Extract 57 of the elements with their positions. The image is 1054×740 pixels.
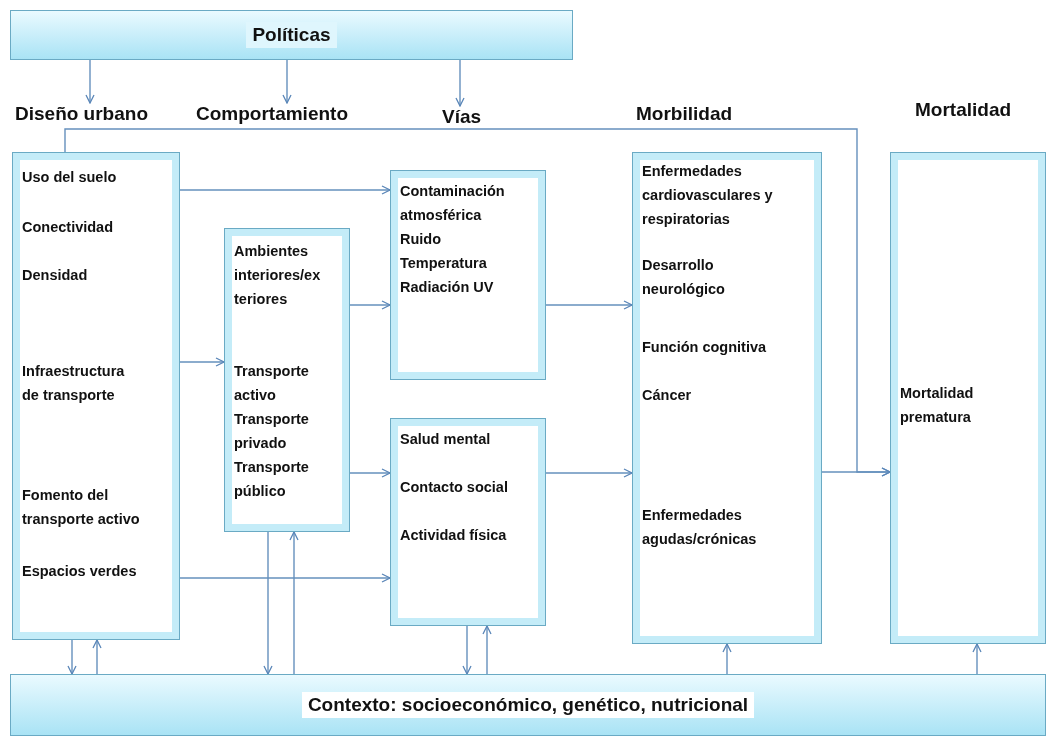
factor-text: Enfermedades cardiovasculares y respiratorias xyxy=(642,162,774,229)
factor-text: Densidad xyxy=(22,266,89,285)
factor-text: Salud mental xyxy=(400,430,492,449)
column-heading: Comportamiento xyxy=(196,103,348,125)
factor-text: Fomento del transporte activo xyxy=(22,486,141,529)
arrow xyxy=(455,59,465,107)
arrow xyxy=(92,639,102,675)
arrow xyxy=(64,128,891,477)
factor-text: Actividad física xyxy=(400,526,508,545)
arrow xyxy=(545,468,633,478)
arrow xyxy=(289,531,299,675)
column-box xyxy=(12,152,180,640)
arrow xyxy=(179,185,391,195)
banner-box xyxy=(10,10,573,60)
factor-text: Espacios verdes xyxy=(22,562,138,581)
arrow xyxy=(462,625,472,675)
factor-text: Enfermedades agudas/crónicas xyxy=(642,506,758,549)
column-box xyxy=(632,152,822,644)
factor-text: Transporte público xyxy=(234,458,310,501)
arrow xyxy=(482,625,492,675)
factor-text: Radiación UV xyxy=(400,278,495,297)
arrow xyxy=(85,59,95,104)
column-box xyxy=(224,228,350,532)
column-heading: Morbilidad xyxy=(636,103,733,125)
arrow xyxy=(263,531,273,675)
factor-text: Desarrollo neurológico xyxy=(642,256,726,299)
arrow xyxy=(722,643,732,675)
arrow xyxy=(67,639,77,675)
column-heading: Vías xyxy=(442,106,482,128)
factor-text: Ambientes interiores/ex teriores xyxy=(234,242,322,309)
factor-text: Temperatura xyxy=(400,254,488,273)
factor-text: Contaminación atmosférica xyxy=(400,182,506,225)
arrow xyxy=(545,300,633,310)
column-box xyxy=(890,152,1046,644)
factor-text: Cáncer xyxy=(642,386,693,405)
column-box xyxy=(390,170,546,380)
arrow xyxy=(349,300,391,310)
column-box xyxy=(390,418,546,626)
factor-text: Transporte privado xyxy=(234,410,310,453)
factor-text: Ruido xyxy=(400,230,443,249)
factor-text: Transporte activo xyxy=(234,362,310,405)
factor-text: Infraestructura de transporte xyxy=(22,362,126,405)
factor-text: Función cognitiva xyxy=(642,338,768,357)
banner-text: Contexto: socioeconómico, genético, nutricional xyxy=(301,692,755,718)
column-heading: Mortalidad xyxy=(915,99,1012,121)
arrow xyxy=(179,573,391,583)
factor-text: Uso del suelo xyxy=(22,168,118,187)
banner-text: Políticas xyxy=(246,22,337,48)
factor-text: Contacto social xyxy=(400,478,509,497)
arrow xyxy=(179,357,225,367)
arrow xyxy=(349,468,391,478)
banner-box xyxy=(10,674,1046,736)
factor-text: Conectividad xyxy=(22,218,115,237)
factor-text: Mortalidad prematura xyxy=(900,384,975,427)
arrow xyxy=(972,643,982,675)
arrow xyxy=(282,59,292,104)
column-heading: Diseño urbano xyxy=(15,103,148,125)
